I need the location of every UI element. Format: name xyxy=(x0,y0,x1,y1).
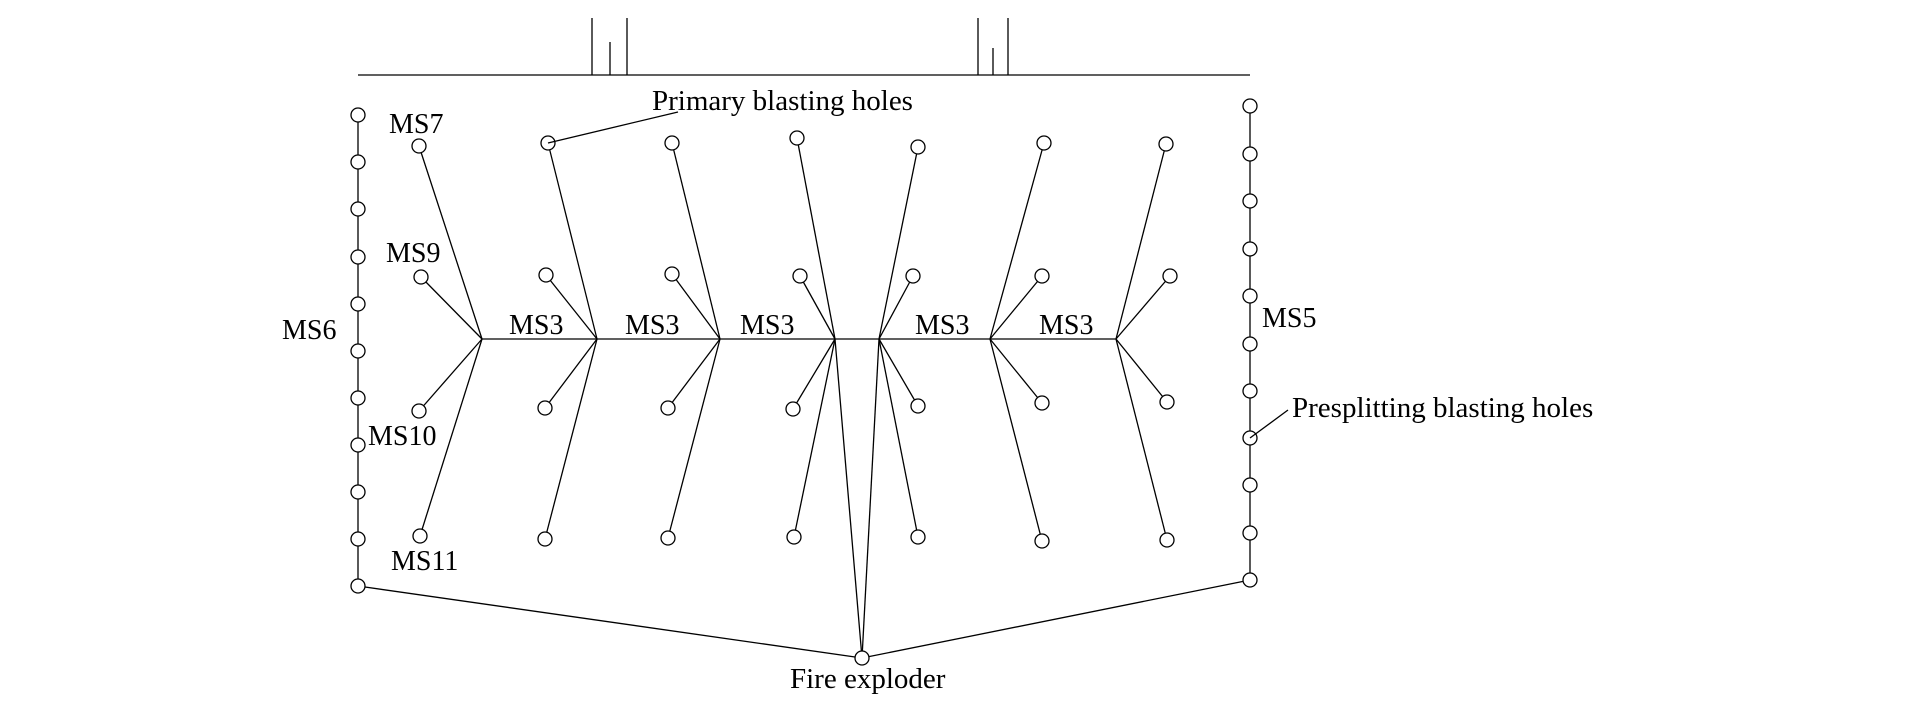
presplitting-holes-label: Presplitting blasting holes xyxy=(1292,392,1593,424)
exploder-lines xyxy=(357,338,1251,659)
segment-delay-label: MS3 xyxy=(740,310,794,341)
presplitting-holes-left xyxy=(350,107,366,594)
segment-delay-label: MS3 xyxy=(915,310,969,341)
primary-blasting-holes xyxy=(411,130,1178,549)
row3-delay-label: MS10 xyxy=(368,421,436,452)
top-boundary xyxy=(358,18,1250,76)
right-side-delay-label: MS5 xyxy=(1262,303,1316,334)
segment-delay-label: MS3 xyxy=(509,310,563,341)
branch-lines xyxy=(418,137,1171,542)
left-side-delay-label: MS6 xyxy=(282,315,336,346)
primary-holes-label: Primary blasting holes xyxy=(652,85,913,117)
fire-exploder-node xyxy=(854,650,870,666)
fire-exploder-label: Fire exploder xyxy=(790,663,946,695)
row4-delay-label: MS11 xyxy=(391,546,458,577)
primary-leader xyxy=(547,111,679,144)
segment-delay-label: MS3 xyxy=(625,310,679,341)
segment-delay-label: MS3 xyxy=(1039,310,1093,341)
row1-delay-label: MS7 xyxy=(389,109,443,140)
presplitting-holes-right xyxy=(1242,98,1258,588)
row2-delay-label: MS9 xyxy=(386,238,440,269)
presplitting-leader xyxy=(1249,409,1289,439)
